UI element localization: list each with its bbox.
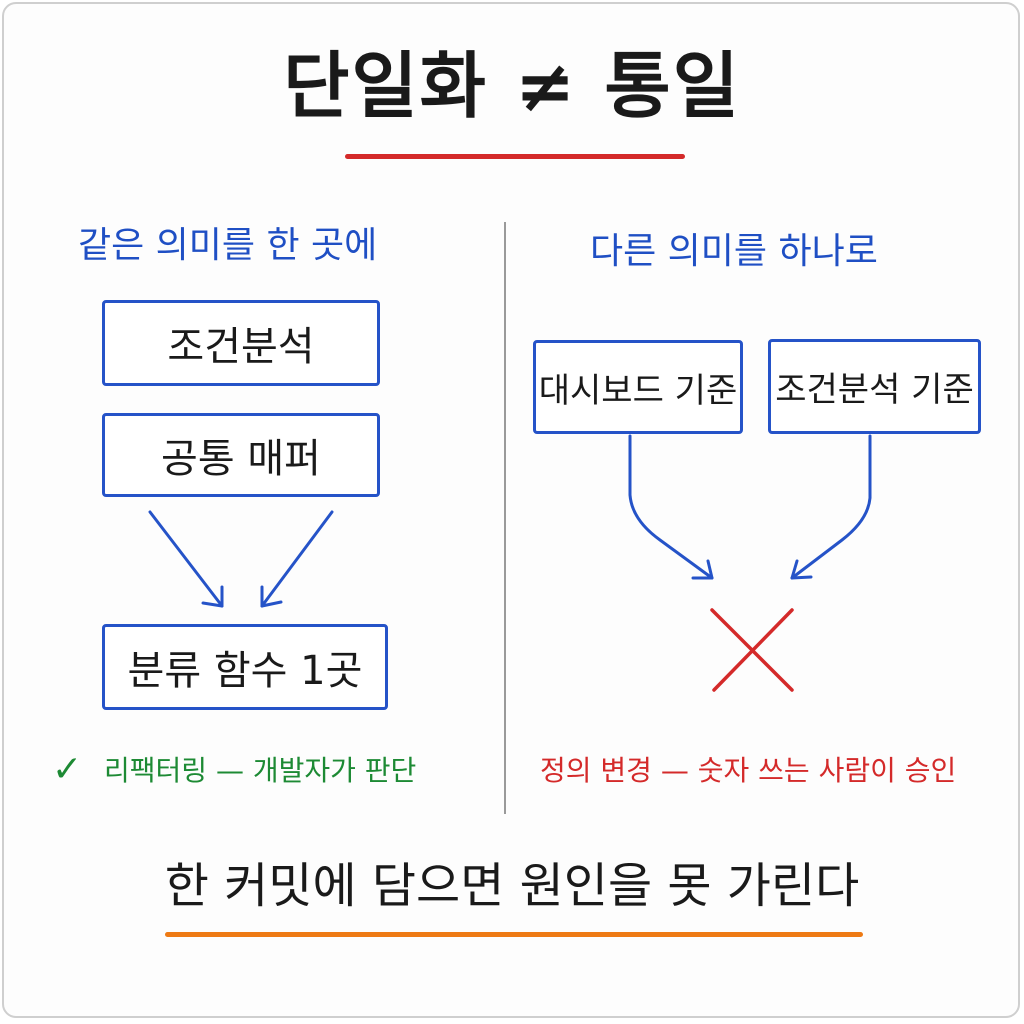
bottom-underline <box>165 932 863 937</box>
right-box-dashboard-criteria: 대시보드 기준 <box>533 340 743 434</box>
right-note: 정의 변경 — 숫자 쓰는 사람이 승인 <box>540 754 957 787</box>
right-heading: 다른 의미를 하나로 <box>590 231 878 272</box>
title-underline <box>345 154 685 159</box>
left-box-classifier-function: 분류 함수 1곳 <box>102 624 388 710</box>
checkmark-icon: ✓ <box>52 749 83 790</box>
bottom-conclusion: 한 커밋에 담으면 원인을 못 가린다 <box>164 858 860 914</box>
left-box-common-mapper: 공통 매퍼 <box>102 413 380 497</box>
right-arrow-1 <box>628 434 714 580</box>
center-divider <box>504 222 506 814</box>
right-arrow-2 <box>790 434 872 580</box>
red-x-icon <box>710 608 794 692</box>
left-arrow-2 <box>260 510 334 608</box>
right-box-condition-criteria: 조건분석 기준 <box>768 339 981 434</box>
left-arrow-1 <box>148 510 224 608</box>
left-note: 리팩터링 — 개발자가 판단 <box>104 754 417 787</box>
left-heading: 같은 의미를 한 곳에 <box>78 225 378 266</box>
left-box-condition-analysis: 조건분석 <box>102 300 380 386</box>
page-title: 단일화 ≠ 통일 <box>283 44 741 128</box>
